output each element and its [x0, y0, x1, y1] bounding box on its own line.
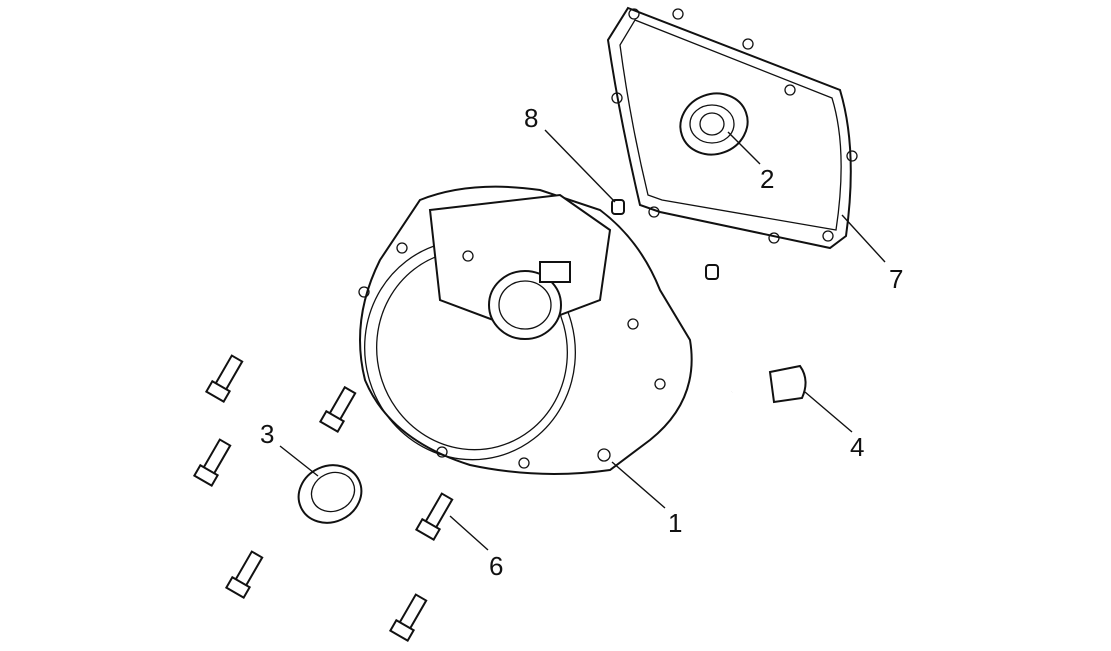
callout-1: 1 — [668, 508, 682, 538]
bolts — [192, 354, 454, 643]
bolt — [388, 593, 428, 643]
leader-1 — [611, 461, 666, 509]
bolt — [414, 492, 454, 542]
callout-6: 6 — [489, 551, 503, 581]
dowel-pin — [611, 199, 625, 215]
bolt — [318, 385, 357, 434]
callout-7: 7 — [889, 264, 903, 294]
bolt — [204, 354, 244, 404]
callout-8: 8 — [524, 103, 538, 133]
leader-7 — [841, 214, 886, 263]
leader-6 — [449, 515, 489, 551]
callout-2: 2 — [760, 164, 774, 194]
bolt — [192, 438, 232, 488]
dowel-pin-2 — [705, 264, 719, 280]
leader-2 — [727, 131, 761, 165]
callout-3: 3 — [260, 419, 274, 449]
leader-4 — [804, 391, 853, 433]
bolt — [224, 550, 264, 600]
callout-4: 4 — [850, 432, 864, 462]
oil-dipstick — [731, 364, 807, 404]
oil-seal-3 — [297, 464, 363, 524]
crankcase-cover — [358, 185, 693, 475]
leader-3 — [279, 445, 319, 477]
oil-seal-2 — [679, 92, 749, 156]
leader-8 — [544, 129, 616, 203]
